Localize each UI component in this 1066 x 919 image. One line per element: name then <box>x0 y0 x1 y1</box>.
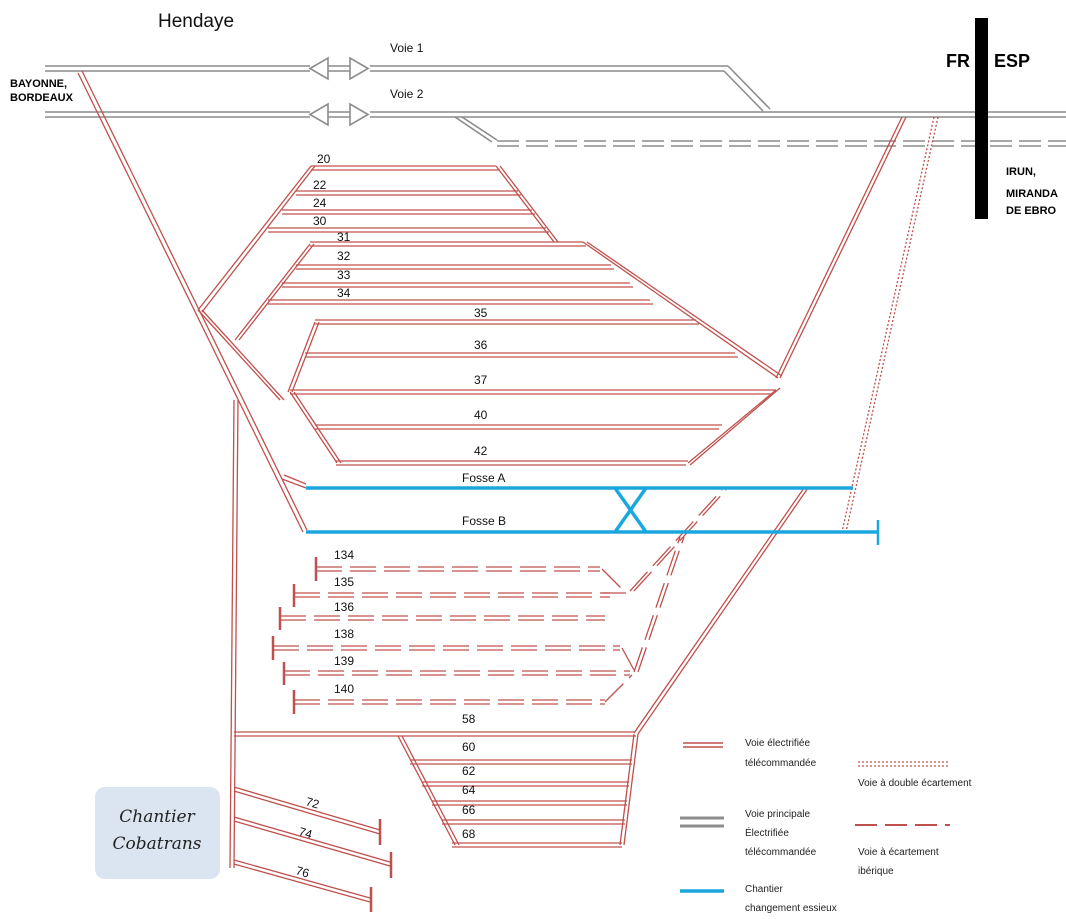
chantier-label-1: Chantier <box>119 807 195 827</box>
iberian-number: 139 <box>334 654 354 668</box>
legend-axle-2: changement essieux <box>745 903 837 914</box>
legend: Voie électrifiée télécommandée Voie prin… <box>680 738 972 914</box>
track-number: 35 <box>474 306 488 320</box>
voie1-label: Voie 1 <box>390 41 424 55</box>
legend-electrified-1: Voie électrifiée <box>745 738 810 749</box>
dest-west-1: BAYONNE, <box>10 78 67 90</box>
electrified-tracks <box>77 70 907 912</box>
lower-track-number: 62 <box>462 764 476 778</box>
border-esp-label: ESP <box>994 51 1030 71</box>
iberian-number: 138 <box>334 627 354 641</box>
legend-main-swatch <box>680 816 724 828</box>
legend-dual-gauge: Voie à double écartement <box>858 778 972 789</box>
legend-electrified-2: télécommandée <box>745 758 817 769</box>
dest-east-3: DE EBRO <box>1006 205 1057 217</box>
track-number: 30 <box>313 214 327 228</box>
voie2-label: Voie 2 <box>390 87 424 101</box>
legend-iberian-1: Voie à écartement <box>858 847 939 858</box>
cobatrans-track-number: 76 <box>294 863 311 880</box>
legend-dual-gauge-swatch <box>858 761 948 767</box>
legend-axle-1: Chantier <box>745 884 783 895</box>
track-number: 24 <box>313 196 327 210</box>
legend-electrified-swatch <box>683 742 723 748</box>
track-number: 32 <box>337 249 351 263</box>
dest-west-2: BORDEAUX <box>10 92 74 104</box>
iberian-number: 135 <box>334 575 354 589</box>
cobatrans-track-number: 72 <box>304 794 321 811</box>
track-number: 42 <box>474 444 488 458</box>
fosse-b-label: Fosse B <box>462 514 506 528</box>
track-number: 20 <box>317 152 331 166</box>
track-number: 34 <box>337 286 351 300</box>
track-number: 33 <box>337 268 351 282</box>
legend-main-1: Voie principale <box>745 809 810 820</box>
track-number: 37 <box>474 373 488 387</box>
track-number: 22 <box>313 178 327 192</box>
dest-east-1: IRUN, <box>1006 166 1036 178</box>
border-bar <box>975 18 988 219</box>
iberian-number: 136 <box>334 600 354 614</box>
track-number: 31 <box>337 230 351 244</box>
lower-track-number: 58 <box>462 712 476 726</box>
dual-gauge-track <box>841 116 939 533</box>
track-number: 40 <box>474 408 488 422</box>
chantier-cobatrans-box <box>95 787 220 879</box>
iberian-tracks <box>273 489 727 705</box>
legend-main-2: Électrifiée <box>745 826 789 839</box>
track-number: 36 <box>474 338 488 352</box>
iberian-number: 134 <box>334 548 354 562</box>
iberian-number: 140 <box>334 682 354 696</box>
lower-track-number: 66 <box>462 803 476 817</box>
lower-track-number: 64 <box>462 783 476 797</box>
fosse-a-label: Fosse A <box>462 471 505 485</box>
main-tracks <box>45 56 1066 147</box>
border-fr-label: FR <box>946 51 970 71</box>
station-title: Hendaye <box>158 11 234 32</box>
legend-main-3: télécommandée <box>745 847 817 858</box>
axle-change-tracks <box>306 486 880 545</box>
dest-east-2: MIRANDA <box>1006 188 1058 200</box>
lower-track-number: 68 <box>462 827 476 841</box>
lower-track-number: 60 <box>462 740 476 754</box>
chantier-label-2: Cobatrans <box>112 834 201 854</box>
legend-iberian-2: ibérique <box>858 866 894 877</box>
cobatrans-track-number: 74 <box>297 824 314 841</box>
